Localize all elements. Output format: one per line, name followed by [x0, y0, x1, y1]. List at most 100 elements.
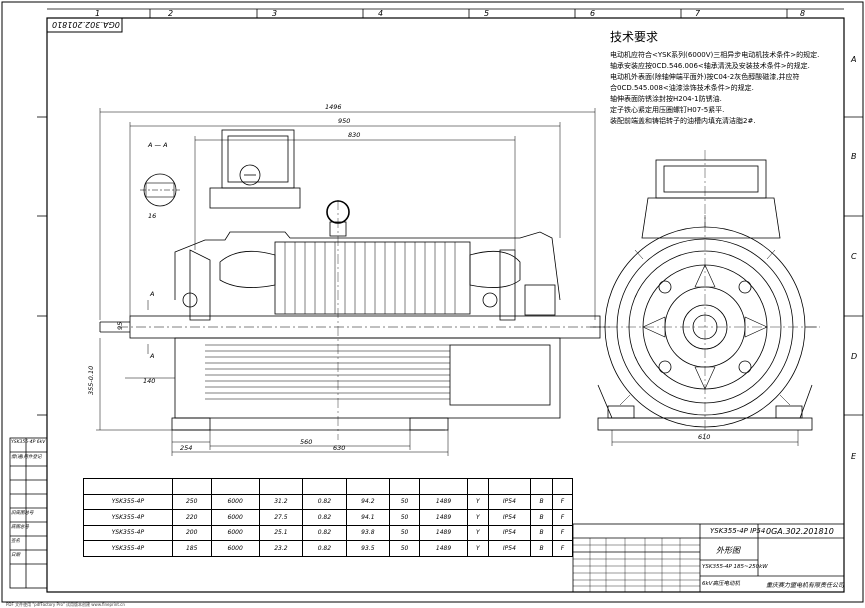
zone-top-7: 7 [695, 9, 701, 18]
cell: 185 [171, 540, 212, 557]
note-line-4: 合0CD.545.008<油漆涂饰技术条件>的规定. [610, 84, 754, 92]
cell: B [530, 493, 553, 510]
left-panel-date: 日期 [11, 553, 20, 558]
cell: 25.1 [258, 524, 304, 541]
title-block-company: 重庆赛力盟电机有限责任公司 [766, 582, 845, 589]
dim-830: 830 [348, 131, 361, 139]
table-row: YSK355-4P 185 6000 23.2 0.82 93.5 50 148… [83, 540, 574, 557]
cell: F [551, 493, 574, 510]
zone-top-1: 1 [95, 9, 101, 18]
table-row: YSK355-4P 220 6000 27.5 0.82 94.1 50 148… [83, 509, 574, 526]
cell: 93.8 [345, 524, 391, 541]
zone-top-3: 3 [272, 9, 278, 18]
cell: 94.2 [345, 493, 391, 510]
cell: 6000 [210, 509, 260, 526]
cell: B [530, 540, 553, 557]
cell: 1489 [419, 540, 469, 557]
note-line-1: 电动机应符合<YSK系列(6000V)三相异步电动机技术条件>的规定. [610, 51, 820, 59]
cell: 0.82 [302, 540, 347, 557]
zone-side-B: B [851, 152, 857, 161]
cell: 0.82 [302, 509, 347, 526]
cell: YSK355-4P [83, 509, 173, 526]
cell: 1489 [419, 509, 469, 526]
left-panel-old: 旧底图总号 [11, 511, 34, 516]
cell: 1489 [419, 493, 469, 510]
mirrored-drawing-code: 0GA.302.201810 [52, 20, 120, 29]
cell: 0.82 [302, 493, 347, 510]
cell: IP54 [487, 540, 532, 557]
cell: 220 [171, 509, 212, 526]
cell: YSK355-4P [83, 524, 173, 541]
cell: IP54 [487, 493, 532, 510]
notes-list: 电动机应符合<YSK系列(6000V)三相异步电动机技术条件>的规定. 轴承安装… [610, 50, 819, 127]
dim-key-16: 16 [148, 212, 157, 220]
zone-side-C: C [851, 252, 857, 261]
dim-height: 355-0.10 [87, 365, 95, 395]
note-line-5: 轴伸表面防锈涂封按H204-1防锈油. [610, 95, 722, 103]
dim-610: 610 [698, 433, 711, 441]
cell: YSK355-4P [83, 540, 173, 557]
cell: IP54 [487, 524, 532, 541]
table-header-row [83, 478, 574, 495]
section-label: A — A [148, 141, 168, 149]
zone-top-6: 6 [590, 9, 596, 18]
cell: 6000 [210, 524, 260, 541]
title-block-drawing-title: 外形图 [716, 546, 740, 555]
cell: IP54 [487, 509, 532, 526]
left-panel-base: 底图总号 [11, 525, 29, 530]
cell: 50 [389, 524, 421, 541]
dim-560: 560 [300, 438, 313, 446]
title-block-model-range: YSK355-4P 185~250kW [702, 564, 768, 570]
cell: Y [467, 509, 489, 526]
note-line-3: 电动机外表面(除轴伸端平面外)按C04-2灰色醇酸磁漆,并应符 [610, 73, 800, 81]
note-line-6: 定子铁心紧定用压圈螺钉H07-5紧平. [610, 106, 725, 114]
cell: F [551, 509, 574, 526]
cell: 50 [389, 509, 421, 526]
dim-630: 630 [333, 444, 346, 452]
cell: 27.5 [258, 509, 304, 526]
cell: 6000 [210, 493, 260, 510]
left-panel-model: YSK355-4P 6kV [11, 440, 46, 445]
notes-title: 技术要求 [610, 30, 659, 44]
note-line-2: 轴承安装应按0CD.546.006<轴承清洗及安装技术条件>的规定. [610, 62, 810, 70]
section-mark-top: A [150, 290, 155, 298]
zone-side-D: D [851, 352, 858, 361]
title-block-drawing-no: 0GA.302.201810 [766, 527, 834, 536]
cell: F [551, 524, 574, 541]
cell: 50 [389, 540, 421, 557]
dim-140: 140 [143, 377, 156, 385]
dim-overall-length: 1496 [325, 103, 342, 111]
cell: 1489 [419, 524, 469, 541]
spec-table: YSK355-4P 250 6000 31.2 0.82 94.2 50 148… [83, 478, 574, 557]
cell: Y [467, 524, 489, 541]
zone-top-4: 4 [378, 9, 384, 18]
cell: 23.2 [258, 540, 304, 557]
table-row: YSK355-4P 250 6000 31.2 0.82 94.2 50 148… [83, 493, 574, 510]
title-block-voltage: 6kV高压电动机 [702, 581, 740, 587]
cell: 200 [171, 524, 212, 541]
zone-top-8: 8 [800, 9, 806, 18]
table-row: YSK355-4P 200 6000 25.1 0.82 93.8 50 148… [83, 524, 574, 541]
cell: 50 [389, 493, 421, 510]
cell: 6000 [210, 540, 260, 557]
cell: B [530, 524, 553, 541]
cell: 93.5 [345, 540, 391, 557]
cell: 250 [171, 493, 212, 510]
zone-top-2: 2 [168, 9, 174, 18]
section-mark-bottom: A [150, 352, 155, 360]
cell: YSK355-4P [83, 493, 173, 510]
title-block-model: YSK355-4P IP54 [710, 527, 766, 535]
left-panel-sign: 签名 [11, 539, 20, 544]
cell: B [530, 509, 553, 526]
zone-side-E: E [851, 452, 857, 461]
dim-950: 950 [338, 117, 351, 125]
cell: Y [467, 540, 489, 557]
left-panel-reg: 借(通)用件登记 [11, 455, 42, 460]
note-line-7: 装配前端盖和铸铝转子的油槽内填充清洁脂2#. [610, 117, 756, 125]
dim-key-95: 95 [116, 321, 124, 330]
cell: 31.2 [258, 493, 304, 510]
pdf-footer: PDF 文件使用 "pdfFactory Pro" 试用版本创建 www.fin… [6, 602, 125, 607]
cell: 94.1 [345, 509, 391, 526]
cell: Y [467, 493, 489, 510]
